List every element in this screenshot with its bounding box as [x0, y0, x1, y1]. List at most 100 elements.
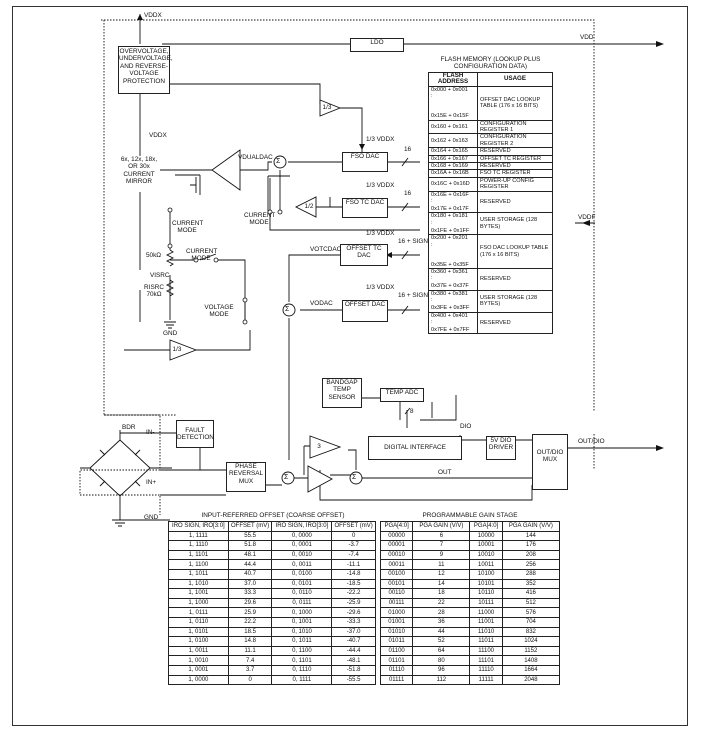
pga_table-cell: 80: [412, 655, 471, 666]
pga_table-cell: 11010: [469, 626, 503, 638]
pga_table-cell: 7: [412, 540, 471, 551]
sum-node-top: [273, 155, 287, 169]
flash-usage-cell: RESERVED: [477, 190, 553, 214]
risrc-label: RISRC 70kΩ: [144, 284, 164, 299]
bus8-label: 8: [410, 408, 414, 415]
offset_table-cell: 0, 0000: [271, 530, 333, 542]
bus16-c: 16 + SIGN: [398, 238, 429, 245]
flash-head-address: FLASH ADDRESS: [428, 72, 478, 87]
pga_table-cell: 11000: [469, 607, 503, 618]
pga_table-header: PGA[4:0]: [379, 521, 414, 532]
vddx-top-label: VDDX: [144, 12, 162, 19]
sum-node-out: [349, 471, 363, 485]
pga_table-cell: 10000: [469, 530, 503, 542]
pga_table-cell: 2048: [501, 674, 561, 686]
flash-address: :: [431, 198, 433, 205]
pga_table-cell: 11100: [469, 645, 503, 657]
flash-usage-cell: FSO DAC LOOKUP TABLE (176 x 16 BITS): [477, 234, 553, 269]
flash-usage-cell: RESERVED: [477, 268, 553, 291]
offset_table-cell: -29.6: [331, 607, 376, 618]
flash-usage-cell: RESERVED: [477, 311, 553, 335]
offset_table-cell: 1, 1011: [168, 568, 229, 580]
offset_table-cell: 1, 0110: [168, 616, 229, 628]
div2-amp: [294, 196, 317, 218]
pga_table-cell: 11: [412, 559, 471, 570]
pga_table-cell: 00111: [379, 597, 414, 609]
flash-address-cell: 0x16C + 0x16D: [428, 176, 478, 192]
pga-table: PGA[4:0]PGA GAIN (V/V)PGA[4:0]PGA GAIN (…: [379, 521, 561, 686]
offset_table-cell: -55.5: [331, 674, 376, 686]
pga_table-cell: 208: [501, 549, 561, 561]
out-mux-block: OUT/DIO MUX: [532, 434, 568, 490]
flash-usage-cell: OFFSET DAC LOOKUP TABLE (176 x 16 BITS): [477, 85, 553, 121]
offset_table-cell: 7.4: [227, 655, 273, 666]
pga_table-header: PGA GAIN (V/V): [412, 521, 471, 532]
flash-address: 0x162 + 0x163: [431, 137, 468, 144]
pga_table-cell: 00101: [379, 578, 414, 590]
div2-label: 1/2: [304, 203, 314, 210]
pga_table-cell: 01001: [379, 616, 414, 628]
mirror-amp: [211, 149, 241, 191]
flash-usage-cell: USER STORAGE (128 BYTES): [477, 289, 553, 313]
out-dio-label: OUT/DIO: [578, 438, 605, 445]
offset_table-header: OFFSET (mV): [227, 521, 273, 532]
pga_table-cell: 01010: [379, 626, 414, 638]
flash-address: :: [431, 93, 433, 100]
pga_table-cell: 11001: [469, 616, 503, 628]
flash-address-cell: 0x162 + 0x163: [428, 133, 478, 149]
pga_table-cell: 22: [412, 597, 471, 609]
offset_table-cell: 1, 1010: [168, 578, 229, 590]
bus16-a: 16: [404, 146, 412, 153]
pga_table-cell: 1408: [501, 655, 561, 666]
flash-address: :: [431, 275, 433, 282]
third-vddx-3: 1/3 VDDX: [366, 230, 395, 237]
offset_table-cell: 18.5: [227, 626, 273, 638]
resistor-isrc: [165, 279, 175, 297]
offset_table-cell: 37.0: [227, 578, 273, 590]
offset_table-cell: -14.8: [331, 568, 376, 580]
offset_table-cell: 1, 0011: [168, 645, 229, 657]
offset_table-cell: 44.4: [227, 559, 273, 570]
sum-node-in: [281, 471, 295, 485]
flash-address-cell: 0x16E + 0x16F:0x17E + 0x17F: [428, 190, 478, 214]
offset_table-cell: 25.9: [227, 607, 273, 618]
pga_table-cell: 01011: [379, 636, 414, 647]
gain3-label: 3: [317, 443, 321, 450]
pga_table-header: PGA[4:0]: [469, 521, 503, 532]
offset_table-cell: 1, 0001: [168, 664, 229, 676]
offset_table-cell: 11.1: [227, 645, 273, 657]
flash-address: 0x35E + 0x35F: [431, 261, 469, 268]
offset_table-cell: 1, 0111: [168, 607, 229, 618]
current-mode-label-3: CURRENT MODE: [186, 248, 218, 263]
flash-address: 0x166 + 0x167: [431, 155, 468, 162]
offset_table-cell: -22.2: [331, 588, 376, 599]
digital-interface-block: DIGITAL INTERFACE: [368, 436, 462, 460]
third-vddx-4: 1/3 VDDX: [366, 284, 395, 291]
protection-block: OVERVOLTAGE, UNDERVOLTAGE, AND REVERSE-V…: [118, 46, 173, 94]
flash-address: 0x400 + 0x401: [431, 312, 468, 319]
flash-address: 0x000 + 0x001: [431, 86, 468, 93]
in-minus-label: IN-: [146, 429, 155, 436]
bus16-d: 16 + SIGN: [398, 292, 429, 299]
offset_table-cell: 1, 0000: [168, 674, 229, 686]
pga_table-cell: 144: [501, 530, 561, 542]
offset_table-cell: 1, 1101: [168, 549, 229, 561]
div3-top-label: 1/3: [322, 104, 332, 111]
